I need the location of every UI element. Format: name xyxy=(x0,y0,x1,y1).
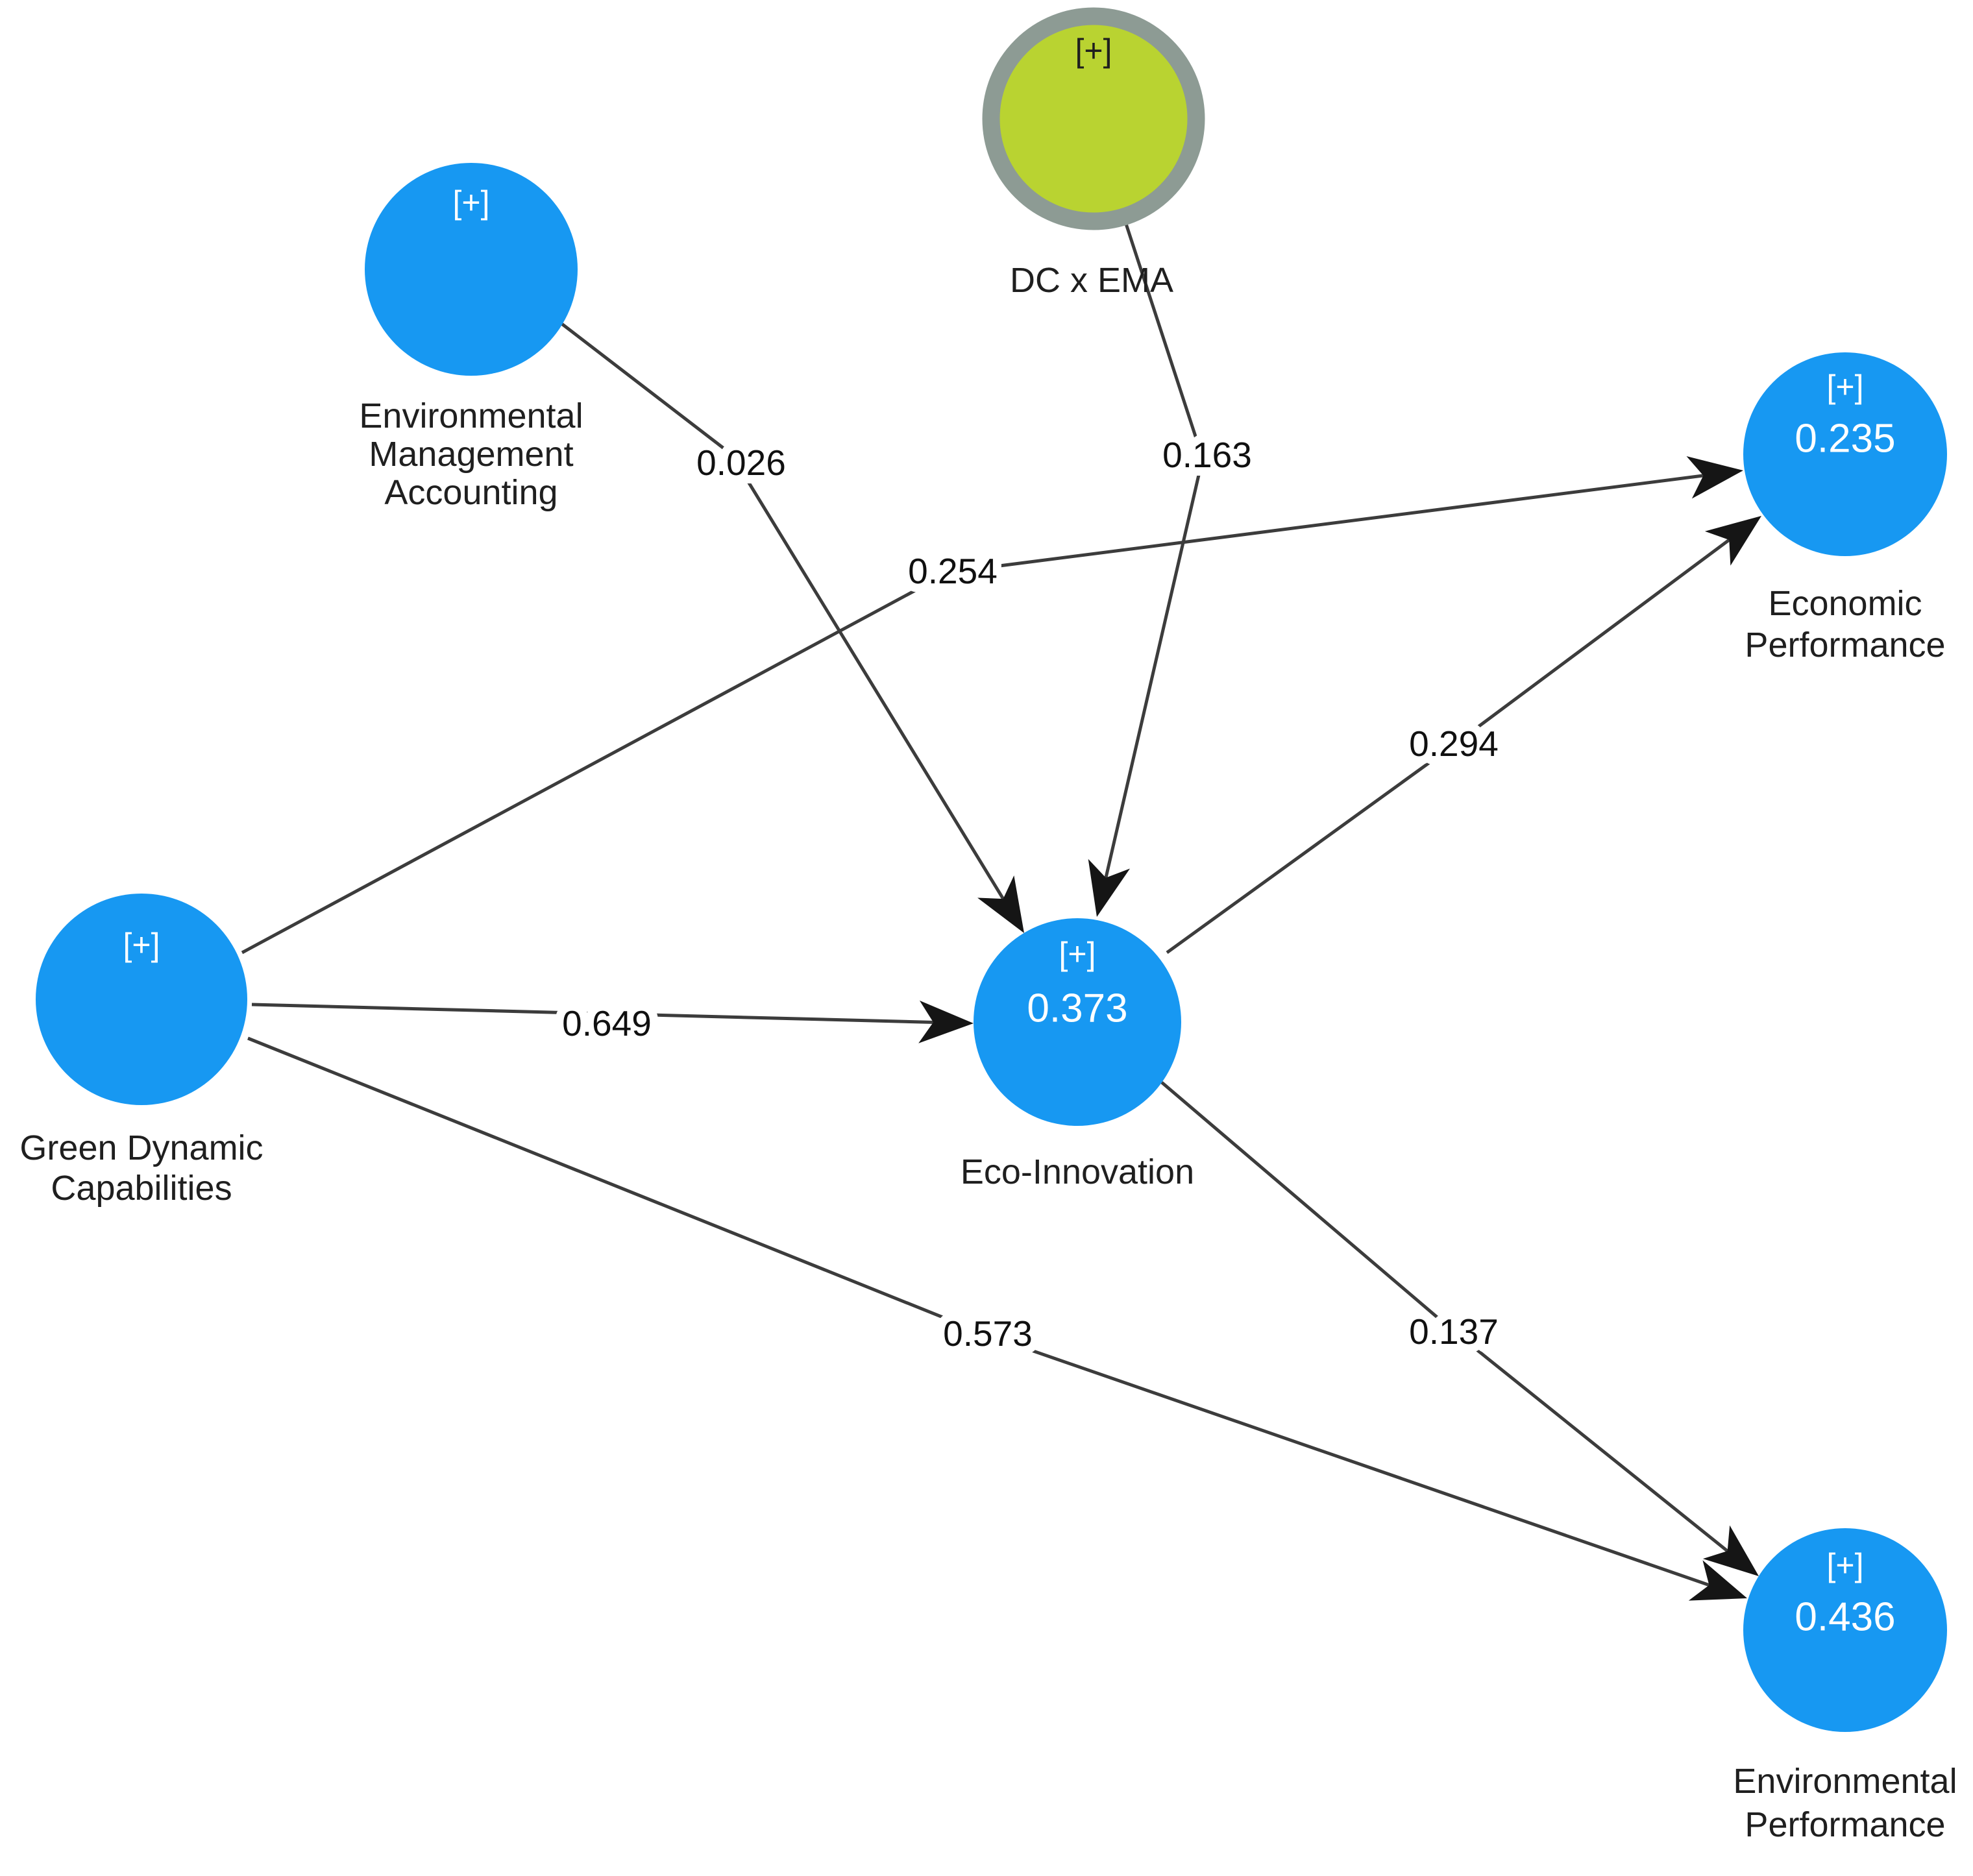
construct-ema: [+] xyxy=(365,163,578,376)
construct-name-gdc-line2: Capabilities xyxy=(51,1169,232,1208)
constructs-layer: [+] [+] [+] [+] 0.373 [+] 0.235 [+] 0.436 xyxy=(36,7,1947,1732)
construct-name-envp-line1: Environmental xyxy=(1733,1762,1957,1801)
r-squared-value-envp: 0.436 xyxy=(1795,1595,1895,1640)
construct-name-eco-line1: Eco-Innovation xyxy=(961,1152,1194,1191)
construct-circle-ep[interactable] xyxy=(1743,352,1947,556)
construct-ep: [+] 0.235 xyxy=(1743,352,1947,556)
arrowhead-icon-eco-envp xyxy=(1702,1525,1759,1576)
expand-indicator-icon-gdc[interactable]: [+] xyxy=(123,927,160,963)
path-coefficient-gdc-envp[interactable]: 0.573 xyxy=(943,1313,1033,1354)
path-coefficient-halo-eco-envp: 0.137 xyxy=(1409,1311,1499,1352)
arrowhead-icon-dcxema-eco xyxy=(1088,859,1131,917)
construct-circle-dcxema[interactable] xyxy=(982,7,1205,230)
path-coefficient-halo-gdc-ep: 0.254 xyxy=(908,551,998,591)
r-squared-value-eco: 0.373 xyxy=(1027,986,1127,1031)
path-coefficient-halo-gdc-envp: 0.573 xyxy=(943,1313,1033,1354)
path-coefficient-halo-ema-eco: 0.026 xyxy=(696,443,786,483)
arrowhead-icon-gdc-envp xyxy=(1688,1560,1747,1601)
path-coefficient-gdc-eco[interactable]: 0.649 xyxy=(562,1003,652,1043)
construct-envp: [+] 0.436 xyxy=(1743,1528,1947,1732)
expand-indicator-icon-dcxema[interactable]: [+] xyxy=(1075,32,1112,69)
path-coefficient-gdc-ep[interactable]: 0.254 xyxy=(908,551,998,591)
construct-name-gdc-line1: Green Dynamic xyxy=(19,1128,263,1167)
path-coefficient-halo-eco-ep: 0.294 xyxy=(1409,724,1499,764)
construct-name-ep-line2: Performance xyxy=(1745,626,1945,664)
path-coefficient-eco-ep[interactable]: 0.294 xyxy=(1409,724,1499,764)
path-coefficient-halo-dcxema-eco: 0.163 xyxy=(1162,435,1252,475)
arrowhead-icon-ema-eco xyxy=(977,875,1024,933)
arrowhead-icon-eco-ep xyxy=(1704,516,1761,566)
path-coefficient-halo-gdc-eco: 0.649 xyxy=(562,1003,652,1043)
expand-indicator-icon-ep[interactable]: [+] xyxy=(1827,369,1864,405)
construct-name-ema-line1: Environmental xyxy=(359,396,583,435)
construct-eco: [+] 0.373 xyxy=(974,918,1181,1126)
path-line-gdc-envp[interactable] xyxy=(247,1036,1717,1589)
expand-indicator-icon-envp[interactable]: [+] xyxy=(1827,1547,1864,1583)
construct-circle-ema[interactable] xyxy=(365,163,578,376)
expand-indicator-icon-eco[interactable]: [+] xyxy=(1059,936,1096,972)
construct-name-ep-line1: Economic xyxy=(1768,584,1922,623)
construct-gdc: [+] xyxy=(36,894,247,1105)
construct-name-dcxema-line1: DC x EMA xyxy=(1010,261,1173,300)
construct-name-envp-line2: Performance xyxy=(1745,1805,1945,1844)
construct-name-ema-line3: Accounting xyxy=(384,473,558,512)
expand-indicator-icon-ema[interactable]: [+] xyxy=(453,184,490,221)
arrowhead-icon-gdc-eco xyxy=(918,1000,974,1043)
construct-name-ema-line2: Management xyxy=(369,435,573,474)
construct-circle-envp[interactable] xyxy=(1743,1528,1947,1732)
path-coefficient-ema-eco[interactable]: 0.026 xyxy=(696,443,786,483)
path-line-ema-eco[interactable] xyxy=(559,321,1009,907)
construct-circle-gdc[interactable] xyxy=(36,894,247,1105)
path-line-gdc-eco[interactable] xyxy=(251,1003,942,1025)
path-coefficient-dcxema-eco[interactable]: 0.163 xyxy=(1162,435,1252,475)
path-line-dcxema-eco[interactable] xyxy=(1102,223,1205,886)
r-squared-value-ep: 0.235 xyxy=(1795,417,1895,461)
arrowhead-icon-gdc-ep xyxy=(1686,456,1743,499)
construct-dcxema: [+] xyxy=(982,7,1205,230)
path-coefficient-eco-envp[interactable]: 0.137 xyxy=(1409,1311,1499,1352)
construct-circle-eco[interactable] xyxy=(974,918,1181,1126)
path-line-eco-ep[interactable] xyxy=(1166,533,1737,955)
path-line-eco-envp[interactable] xyxy=(1160,1081,1735,1557)
path-line-gdc-ep[interactable] xyxy=(241,472,1711,955)
